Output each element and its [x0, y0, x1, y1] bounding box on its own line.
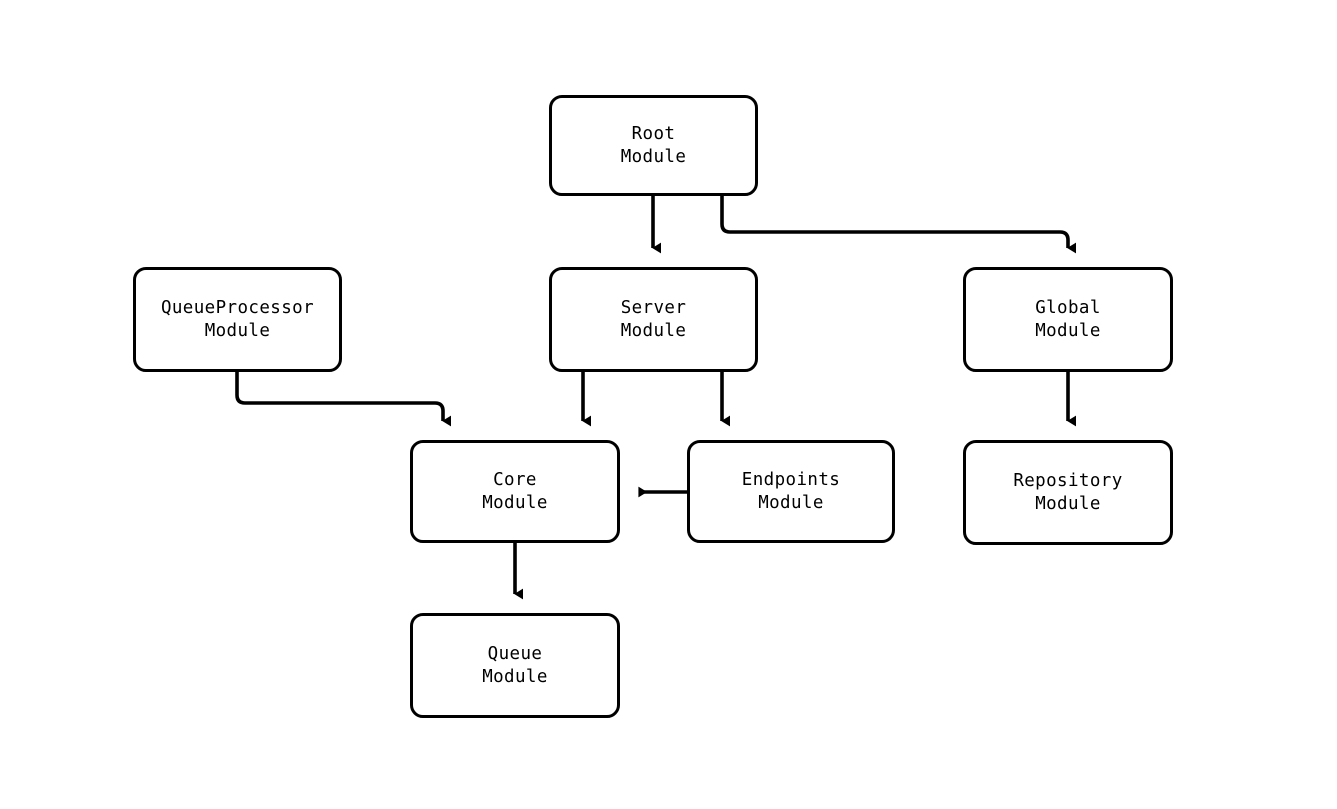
node-queueprocessor-module-line2: Module	[204, 320, 271, 341]
node-server-module[interactable]: Server Module	[549, 267, 758, 372]
node-queueprocessor-module[interactable]: QueueProcessor Module	[133, 267, 342, 372]
node-core-module-line2: Module	[482, 492, 548, 513]
node-queue-module-line1: Queue	[487, 643, 543, 664]
node-repository-module-line2: Module	[1035, 493, 1101, 514]
node-repository-module-line1: Repository	[1013, 470, 1123, 491]
edge-root-to-global	[720, 196, 1076, 254]
node-server-module-line2: Module	[620, 320, 687, 341]
node-server-module-line1: Server	[620, 297, 687, 318]
node-global-module[interactable]: Global Module	[963, 267, 1173, 372]
node-root-module-line2: Module	[620, 146, 687, 167]
node-repository-module[interactable]: Repository Module	[963, 440, 1173, 545]
node-endpoints-module-line1: Endpoints	[741, 469, 841, 490]
node-root-module[interactable]: Root Module	[549, 95, 758, 196]
node-queue-module-line2: Module	[482, 666, 548, 687]
node-global-module-line1: Global	[1035, 297, 1101, 318]
node-queue-module[interactable]: Queue Module	[410, 613, 620, 718]
node-queueprocessor-module-line1: QueueProcessor	[160, 297, 315, 318]
node-core-module[interactable]: Core Module	[410, 440, 620, 543]
node-root-module-line1: Root	[631, 123, 676, 144]
node-endpoints-module[interactable]: Endpoints Module	[687, 440, 895, 543]
node-endpoints-module-line2: Module	[758, 492, 824, 513]
node-global-module-line2: Module	[1035, 320, 1101, 341]
edge-queueprocessor-to-core	[235, 372, 451, 427]
node-core-module-line1: Core	[493, 469, 537, 490]
